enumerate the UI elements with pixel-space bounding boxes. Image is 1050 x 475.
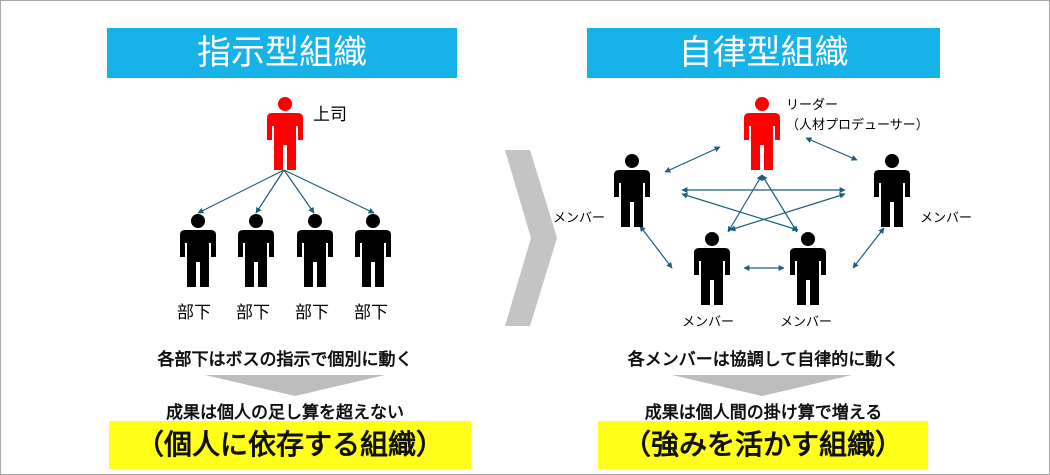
leader-to-member-left-arrow bbox=[664, 146, 721, 173]
member-bottom-left-person-icon bbox=[694, 232, 730, 305]
leader-person-icon bbox=[744, 97, 780, 170]
left-description: 各部下はボスの指示で個別に動く bbox=[157, 350, 413, 370]
member-left-to-bl-arrow bbox=[639, 225, 673, 269]
subordinate-4-person-icon bbox=[355, 214, 391, 287]
boss-to-sub-4-arrow bbox=[283, 169, 375, 214]
right-title-banner: 自律型組織 bbox=[587, 28, 940, 78]
subordinate-3-person-icon bbox=[297, 214, 333, 287]
subordinate-2-label: 部下 bbox=[236, 303, 270, 323]
member-right-person-icon bbox=[874, 154, 910, 227]
right-result-line: 成果は個人間の掛け算で増える bbox=[644, 403, 883, 423]
subordinate-2-person-icon bbox=[238, 214, 274, 287]
leader-to-member-br-arrow bbox=[761, 174, 798, 233]
boss-label: 上司 bbox=[313, 105, 347, 125]
boss-to-sub-2-arrow bbox=[255, 169, 285, 214]
member-left-label: メンバー bbox=[553, 211, 606, 226]
member-left-to-br-arrow bbox=[681, 192, 799, 232]
right-title: 自律型組織 bbox=[678, 33, 849, 73]
right-down-arrow bbox=[672, 375, 852, 396]
right-highlight-text: （強みを活かす組織） bbox=[622, 428, 903, 461]
boss-to-sub-3-arrow bbox=[283, 169, 315, 214]
leader-to-member-bl-arrow bbox=[727, 174, 763, 233]
left-result-line: 成果は個人の足し算を超えない bbox=[166, 403, 404, 423]
member-left-person-icon bbox=[614, 154, 650, 227]
left-highlight-band: （個人に依存する組織） bbox=[109, 421, 471, 469]
member-bottom-left-label: メンバー bbox=[682, 315, 735, 330]
member-bottom-right-person-icon bbox=[790, 232, 826, 305]
subordinate-1-label: 部下 bbox=[177, 303, 211, 323]
subordinate-3-label: 部下 bbox=[295, 303, 329, 323]
leader-label-line1: リーダー bbox=[786, 98, 839, 113]
left-title-banner: 指示型組織 bbox=[107, 28, 457, 78]
boss-person-icon bbox=[267, 97, 303, 170]
right-highlight-band: （強みを活かす組織） bbox=[598, 421, 928, 469]
member-right-label: メンバー bbox=[920, 211, 973, 226]
subordinate-4-label: 部下 bbox=[354, 303, 388, 323]
member-right-to-bl-arrow bbox=[729, 192, 846, 232]
left-down-arrow bbox=[205, 375, 385, 396]
subordinate-1-person-icon bbox=[180, 214, 216, 287]
leader-to-member-right-arrow bbox=[805, 137, 858, 161]
leader-label-line2: （人材プロデューサー） bbox=[786, 118, 929, 133]
left-title: 指示型組織 bbox=[197, 33, 367, 73]
right-description: 各メンバーは協調して自律的に動く bbox=[627, 350, 900, 370]
boss-to-sub-1-arrow bbox=[197, 169, 285, 214]
member-bottom-right-label: メンバー bbox=[780, 315, 833, 330]
left-highlight-text: （個人に依存する組織） bbox=[135, 428, 444, 461]
transition-chevron-arrow bbox=[505, 150, 557, 326]
member-right-to-br-arrow bbox=[852, 227, 885, 269]
